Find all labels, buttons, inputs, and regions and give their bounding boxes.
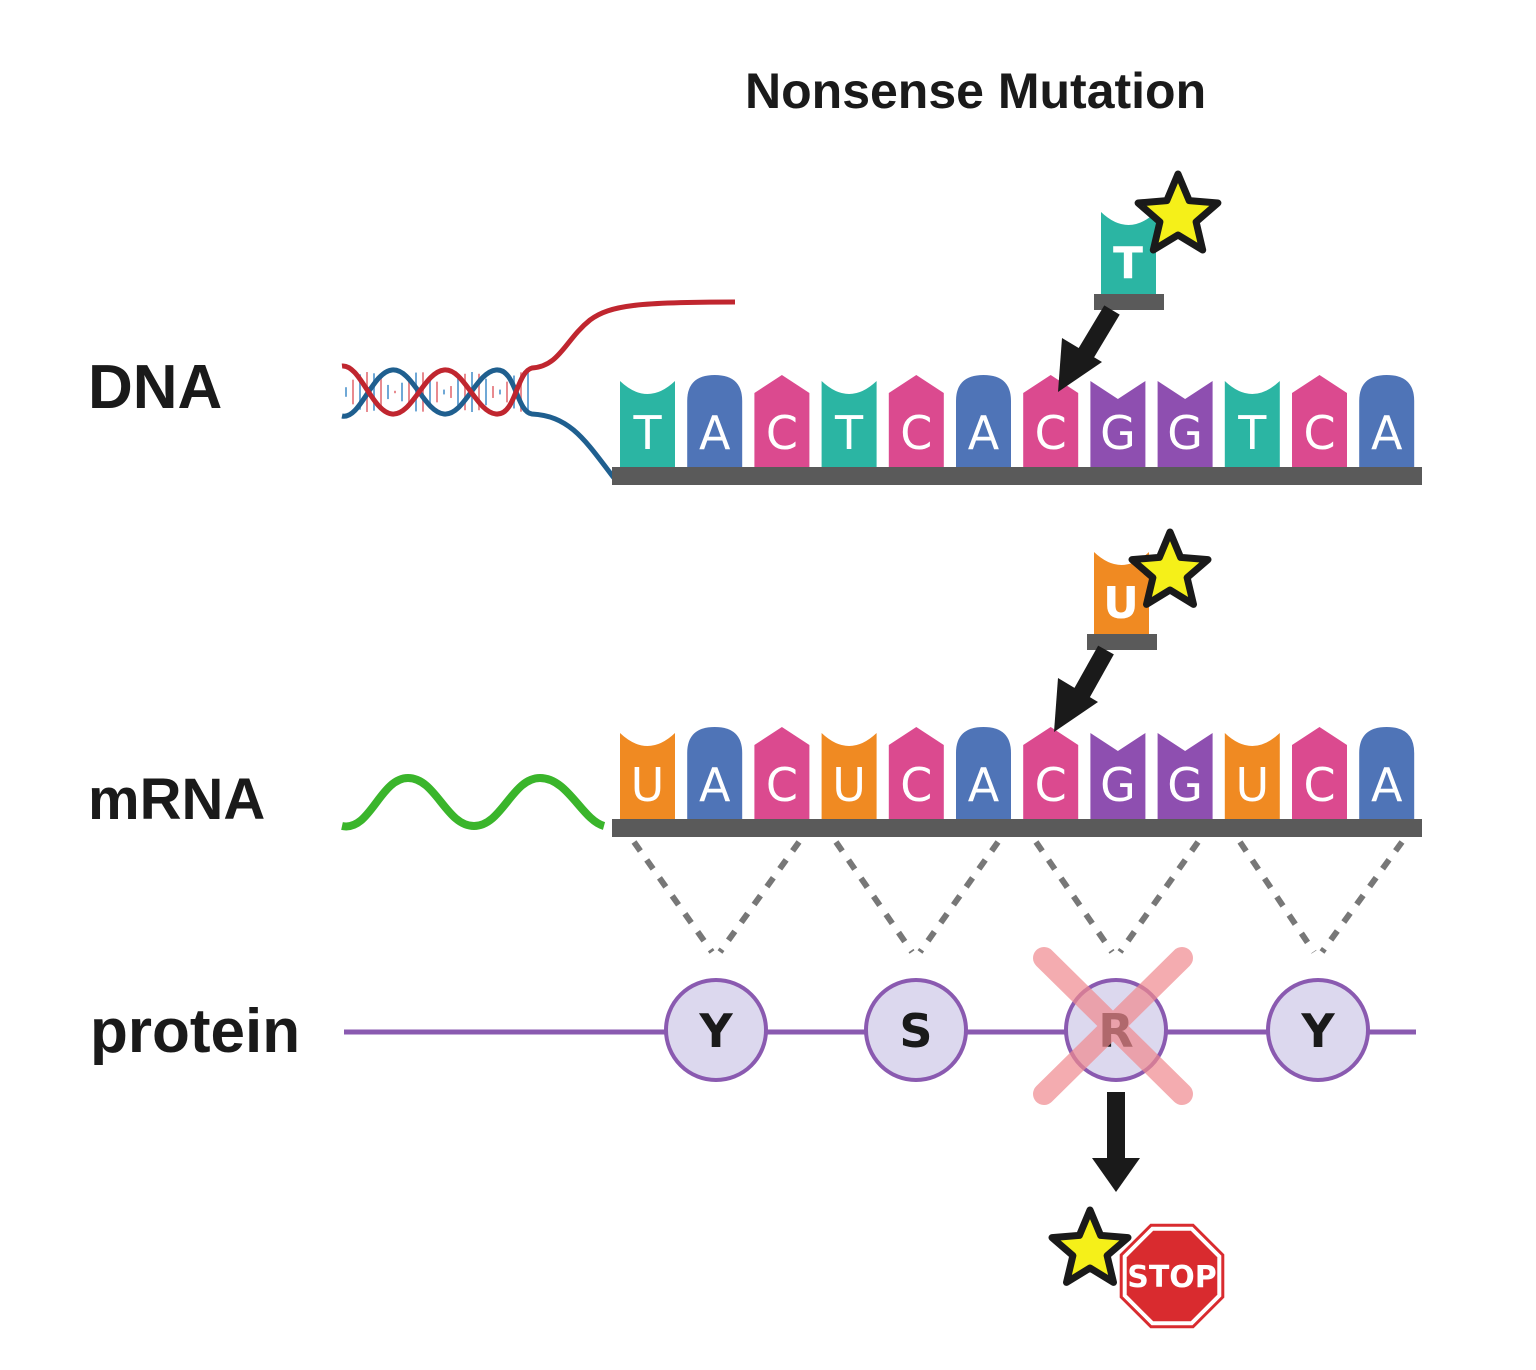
- mrna-base-letter: G: [1100, 758, 1136, 812]
- mrna-base-letter: C: [900, 758, 932, 812]
- mrna-base-letter: A: [699, 758, 731, 812]
- dna-base-letter: T: [632, 406, 662, 460]
- amino-acid-4: Y: [1266, 978, 1370, 1082]
- mrna-base-10: U: [1224, 733, 1280, 819]
- mrna-label: mRNA: [88, 767, 266, 832]
- mrna-base-12: A: [1359, 727, 1415, 819]
- mrna-mutant-letter: U: [1103, 578, 1139, 629]
- arrow-down-left-icon: [1054, 645, 1114, 732]
- mrna-base-3: C: [754, 727, 810, 819]
- dna-base-5: C: [888, 375, 944, 467]
- dna-base-letter: G: [1100, 406, 1136, 460]
- dna-base-letter: T: [1237, 406, 1267, 460]
- dna-base-3: C: [754, 375, 810, 467]
- mrna-mutant-base: U: [1087, 528, 1212, 650]
- dna-label: DNA: [88, 353, 223, 422]
- mrna-base-1: U: [620, 733, 675, 819]
- mrna-base-letter: A: [1371, 758, 1403, 812]
- dna-base-4: T: [821, 381, 877, 467]
- dna-base-2: A: [687, 375, 743, 467]
- arrow-down-icon: [1092, 1092, 1140, 1192]
- codon-guide-line: [1033, 840, 1115, 954]
- dna-helix: [341, 299, 736, 480]
- cross-icon: [1033, 947, 1193, 1105]
- dna-mutant-base: T: [1094, 170, 1222, 310]
- dna-base-9: G: [1157, 381, 1213, 467]
- mrna-base-9: G: [1157, 733, 1213, 819]
- mrna-base-7: C: [1023, 727, 1079, 819]
- mrna-wave: [341, 773, 606, 831]
- mrna-base-11: C: [1292, 727, 1347, 819]
- star-icon: [1128, 528, 1212, 608]
- dna-base-8: G: [1090, 381, 1146, 467]
- codon-guide-line: [1319, 840, 1405, 954]
- amino-acid-2: S: [864, 978, 968, 1082]
- arrow-down-left-icon: [1058, 305, 1120, 392]
- dna-base-11: C: [1292, 375, 1347, 467]
- mrna-base-letter: C: [766, 758, 798, 812]
- dna-base-10: T: [1224, 381, 1280, 467]
- mrna-base-4: U: [821, 733, 877, 819]
- stop-sign-icon: STOP: [1119, 1223, 1225, 1329]
- dna-base-letter: G: [1167, 406, 1203, 460]
- star-icon: [1134, 170, 1222, 254]
- codon-guide-line: [917, 840, 1001, 954]
- dna-base-6: A: [956, 375, 1011, 467]
- dna-base-letter: C: [1303, 406, 1335, 460]
- codon-guide-line: [1237, 840, 1317, 954]
- stop-label: STOP: [1127, 1260, 1217, 1295]
- codon-guide-line: [833, 840, 915, 954]
- mrna-base-2: A: [687, 727, 743, 819]
- amino-acid-letter: S: [899, 1004, 932, 1058]
- mrna-base-8: G: [1090, 733, 1146, 819]
- dna-base-12: A: [1359, 375, 1415, 467]
- dna-strand-blue: [341, 367, 616, 480]
- dna-base-7: C: [1023, 375, 1079, 467]
- amino-acid-letter: Y: [1300, 1004, 1335, 1058]
- dna-base-letter: C: [1035, 406, 1067, 460]
- dna-base-letter: A: [968, 406, 1000, 460]
- codon-guide-line: [717, 840, 802, 954]
- dna-base-1: T: [620, 381, 675, 467]
- dna-base-letter: C: [900, 406, 932, 460]
- mrna-backbone: [612, 819, 1422, 837]
- mrna-base-5: C: [888, 727, 944, 819]
- mrna-base-letter: C: [1035, 758, 1067, 812]
- dna-base-letter: T: [834, 406, 864, 460]
- dna-backbone: [612, 467, 1422, 485]
- codon-guide-line: [1117, 840, 1201, 954]
- codon-guide-line: [631, 840, 715, 954]
- dna-strand-red: [341, 299, 736, 417]
- dna-base-letter: A: [699, 406, 731, 460]
- mrna-base-letter: G: [1167, 758, 1203, 812]
- diagram-title: Nonsense Mutation: [745, 63, 1207, 119]
- amino-acid-letter: Y: [698, 1004, 733, 1058]
- star-icon: [1048, 1206, 1132, 1286]
- mrna-base-letter: U: [631, 758, 665, 812]
- amino-acid-1: Y: [664, 978, 768, 1082]
- dna-base-letter: A: [1371, 406, 1403, 460]
- mrna-base-letter: C: [1303, 758, 1335, 812]
- mrna-base-6: A: [956, 727, 1011, 819]
- dna-mutant-letter: T: [1113, 238, 1143, 289]
- mrna-base-letter: U: [1235, 758, 1269, 812]
- dna-base-letter: C: [766, 406, 798, 460]
- protein-label: protein: [90, 997, 301, 1066]
- mrna-base-letter: U: [832, 758, 866, 812]
- mrna-base-letter: A: [968, 758, 1000, 812]
